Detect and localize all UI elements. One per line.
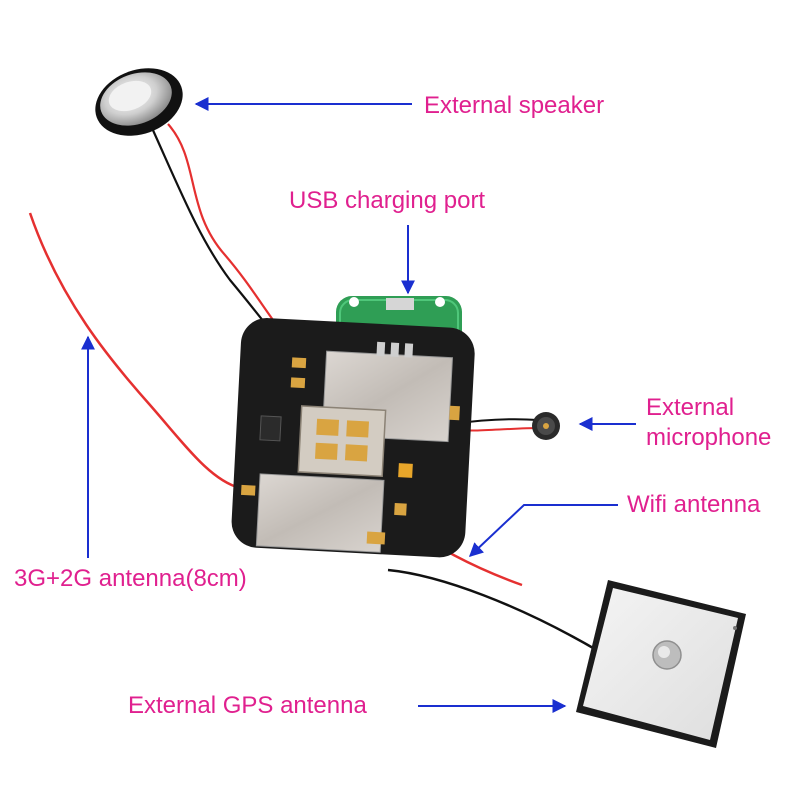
speaker-wire-red — [167, 123, 299, 353]
main-pcb — [231, 318, 475, 558]
label-external-microphone: External microphone — [646, 393, 771, 453]
label-external-gps-antenna: External GPS antenna — [128, 692, 367, 719]
sim-slot — [297, 405, 387, 478]
label-external-microphone-line1: External — [646, 394, 735, 421]
wifi-arrow — [468, 504, 618, 557]
label-external-microphone-line2: microphone — [646, 424, 772, 451]
gps-antenna-icon — [576, 580, 746, 748]
speaker-icon — [95, 68, 183, 136]
lower-shield-can — [255, 473, 385, 553]
label-usb-charging-port: USB charging port — [289, 187, 486, 214]
label-wifi-antenna: Wifi antenna — [627, 491, 761, 518]
microphone-icon — [532, 412, 560, 440]
gps-wire — [387, 568, 601, 654]
antenna-3g-wire — [28, 212, 241, 490]
label-3g-2g-antenna: 3G+2G antenna(8cm) — [14, 565, 247, 592]
label-external-speaker: External speaker — [424, 92, 605, 119]
